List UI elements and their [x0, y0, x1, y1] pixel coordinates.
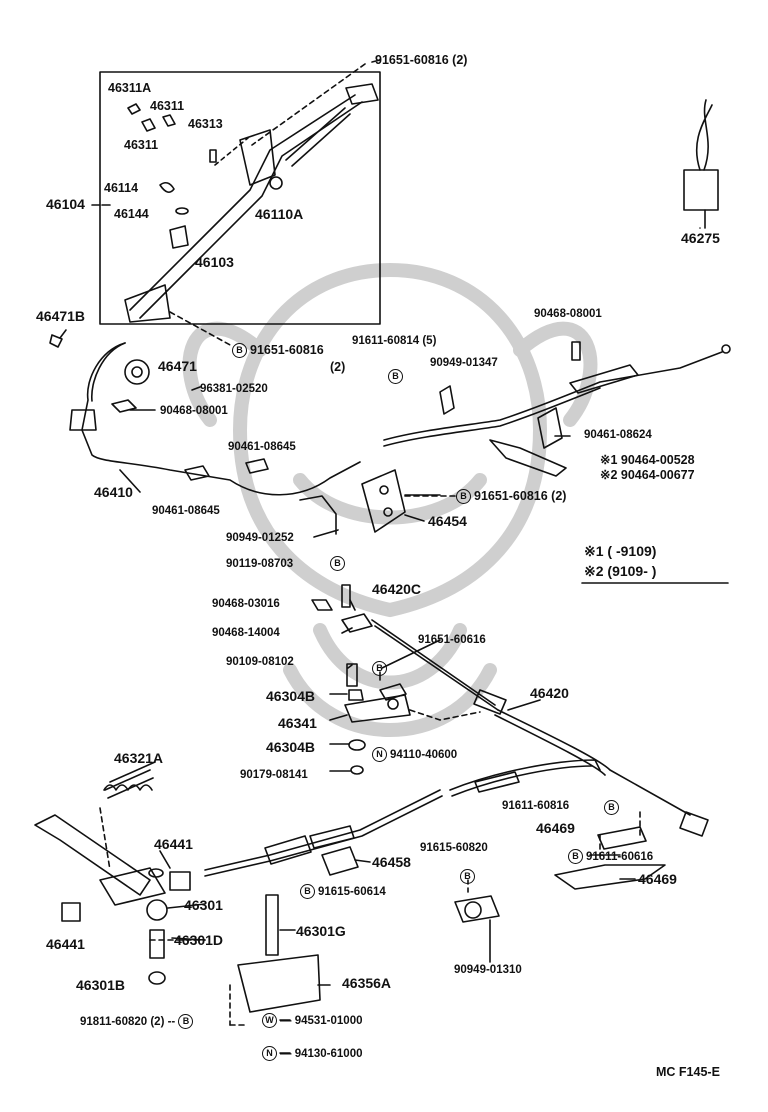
label-91651-60816-2-text: 91651-60816 (2) [474, 489, 567, 503]
label-94110-40600-text: 94110-40600 [390, 749, 458, 761]
label-90949-01252: 90949-01252 [226, 532, 294, 544]
label-46341: 46341 [278, 715, 317, 731]
bolt-marker: B [178, 1014, 194, 1030]
label-90461-08645-a: 90461-08645 [228, 441, 296, 453]
label-46311-a: 46311 [150, 99, 185, 113]
label-46114: 46114 [104, 181, 139, 195]
label-94531-01000: W— 94531-01000 [262, 1013, 363, 1029]
label-94531-01000-text: 94531-01000 [294, 1015, 363, 1027]
label-46410: 46410 [94, 484, 133, 500]
label-91811-60820: 91811-60820 (2) -- B [80, 1014, 196, 1030]
label-91651-60816-top: 91651-60816 (2) [375, 53, 468, 67]
label-46311-b: 46311 [124, 138, 159, 152]
bracket-46454 [361, 469, 406, 533]
label-46311A: 46311A [108, 81, 152, 95]
label-90949-01347: 90949-01347 [430, 357, 498, 369]
label-46458: 46458 [372, 854, 411, 870]
label-90468-14004: 90468-14004 [212, 627, 280, 639]
bolt-marker: B [456, 489, 471, 505]
label-91651-60816-mid-text: 91651-60816 [250, 343, 324, 357]
label-46304B-b: 46304B [266, 739, 316, 755]
label-46104: 46104 [46, 196, 85, 212]
label-46321A: 46321A [114, 750, 164, 766]
marker-b-4: B [604, 798, 622, 815]
label-90468-08001-top: 90468-08001 [534, 308, 602, 320]
label-46441-b: 46441 [46, 936, 85, 952]
label-46144: 46144 [114, 207, 149, 221]
label-91651-60616: 91651-60616 [418, 634, 486, 646]
label-46441-a: 46441 [154, 836, 193, 852]
front-cable [81, 342, 361, 496]
label-46301G: 46301G [296, 923, 346, 939]
label-46454: 46454 [428, 513, 467, 529]
label-90464-00677: ※2 90464-00677 [600, 468, 695, 482]
label-91615-60614-text: 91615-60614 [318, 886, 386, 898]
label-46469-b: 46469 [638, 871, 677, 887]
label-46356A: 46356A [342, 975, 392, 991]
bolt-marker: B [372, 660, 387, 676]
label-91611-60816: 91611-60816 [502, 800, 570, 812]
bolt-marker: B [568, 849, 583, 865]
label-90179-08141: 90179-08141 [240, 769, 308, 781]
label-46469-a: 46469 [536, 820, 575, 836]
bracket-46356A [237, 954, 321, 1013]
label-90468-08001-mid: 90468-08001 [160, 405, 228, 417]
label-qty-2: (2) [330, 360, 346, 374]
label-96381-02520: 96381-02520 [200, 383, 268, 395]
note-1: ※1 ( -9109) [584, 543, 657, 559]
marker-b-2: B [330, 554, 348, 571]
label-46420: 46420 [530, 685, 569, 701]
equalizer-bracket [344, 694, 411, 723]
label-91811-60820-text: 91811-60820 (2) [80, 1016, 165, 1028]
bolt-marker: B [388, 368, 403, 384]
label-91611-60814: 91611-60814 (5) [352, 335, 437, 347]
label-46103: 46103 [195, 254, 234, 270]
bolt-marker: B [232, 343, 247, 359]
label-91615-60820: 91615-60820 [420, 842, 488, 854]
label-91611-60616-text: 91611-60616 [586, 851, 654, 863]
label-90109-08102: 90109-08102 [226, 656, 294, 668]
label-46304B-a: 46304B [266, 688, 316, 704]
marker-b-3: B [372, 659, 390, 676]
label-90461-08645-b: 90461-08645 [152, 505, 220, 517]
label-94130-61000: N— 94130-61000 [262, 1046, 363, 1062]
lever-assembly-box [99, 71, 381, 325]
marker-b-1: B [388, 367, 406, 384]
label-46275: 46275 [681, 230, 720, 246]
label-46301B: 46301B [76, 977, 126, 993]
bolt-marker: B [460, 868, 475, 884]
label-90119-08703: 90119-08703 [226, 558, 294, 570]
label-46110A: 46110A [255, 206, 304, 222]
rear-cable [449, 759, 601, 791]
bolt-marker: B [300, 884, 315, 900]
label-46313: 46313 [188, 117, 223, 131]
parking-lever [129, 94, 363, 319]
footer-code: MC F145-E [656, 1065, 720, 1079]
label-90949-01310: 90949-01310 [454, 964, 522, 976]
label-90461-08624: 90461-08624 [584, 429, 652, 441]
label-90464-00528: ※1 90464-00528 [600, 453, 695, 467]
nut-marker: N [372, 747, 387, 763]
label-46471: 46471 [158, 358, 197, 374]
label-46420C: 46420C [372, 581, 422, 597]
label-90468-03016: 90468-03016 [212, 598, 280, 610]
intermediate-lever [34, 814, 151, 896]
note-2: ※2 (9109- ) [584, 563, 657, 579]
bolt-marker: B [604, 799, 619, 815]
marker-b-5: B [460, 867, 478, 884]
bolt-marker: B [330, 555, 345, 571]
washer-marker: W [262, 1013, 277, 1029]
label-94130-61000-text: 94130-61000 [294, 1048, 363, 1060]
label-46301D: 46301D [174, 932, 224, 948]
label-46471B: 46471B [36, 308, 86, 324]
label-46301: 46301 [184, 897, 223, 913]
nut-marker: N [262, 1046, 277, 1062]
